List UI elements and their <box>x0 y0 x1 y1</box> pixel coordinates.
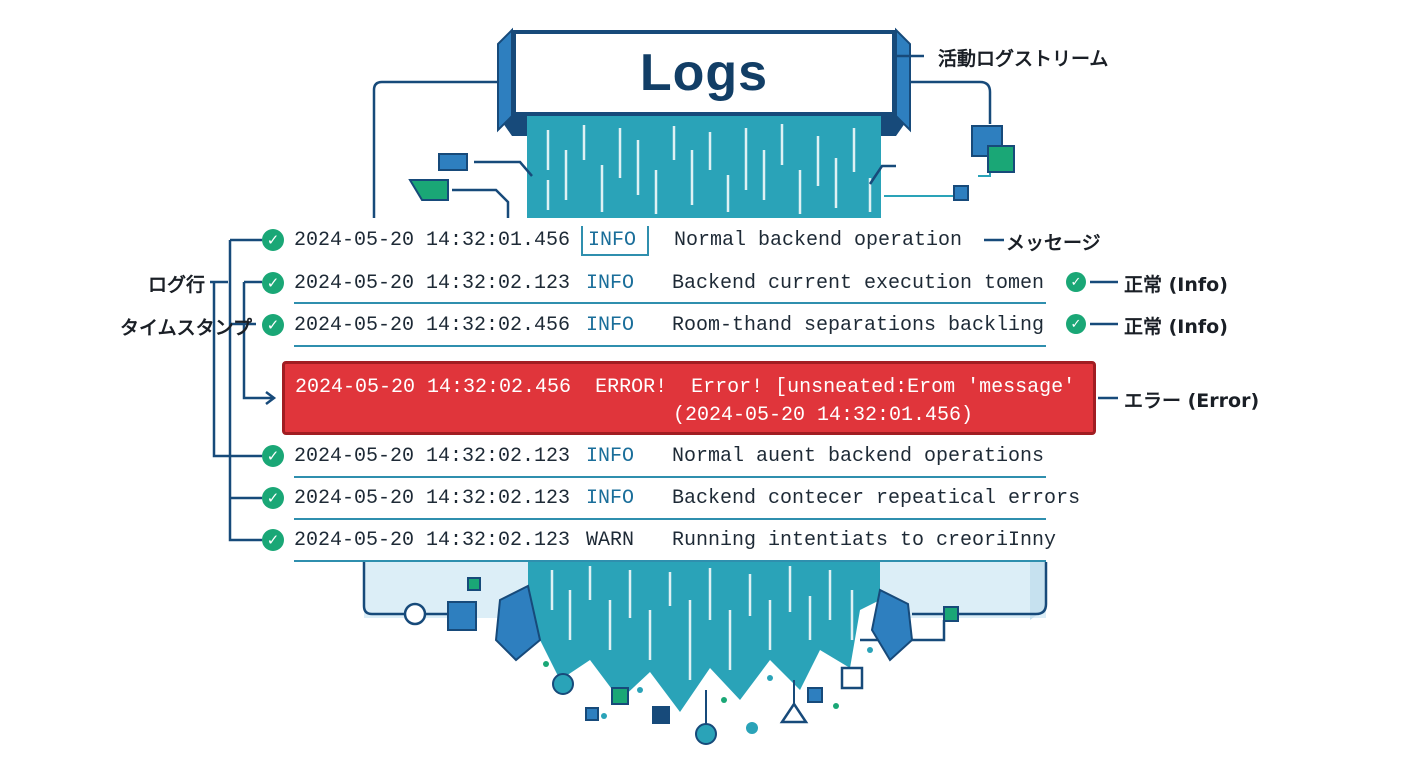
row-divider <box>294 345 1046 347</box>
log-level: INFO <box>586 444 635 468</box>
log-message: Normal backend operation <box>674 228 963 252</box>
log-row: ✓ 2024-05-20 14:32:02.123 INFO Backend c… <box>262 480 1102 516</box>
check-circle-icon: ✓ <box>262 272 284 294</box>
label-timestamp: タイムスタンプ <box>120 317 253 339</box>
row-divider <box>294 476 1046 478</box>
info-level-bracket <box>581 226 649 256</box>
bottom-data-stream <box>494 562 914 712</box>
log-row: ✓ 2024-05-20 14:32:02.123 INFO Normal au… <box>262 438 1102 474</box>
error-line-2: (2024-05-20 14:32:01.456) <box>673 404 974 427</box>
error-log-row: 2024-05-20 14:32:02.456 ERROR! Error! [u… <box>282 361 1096 435</box>
log-timestamp: 2024-05-20 14:32:02.123 <box>294 486 571 510</box>
log-timestamp: 2024-05-20 14:32:02.123 <box>294 444 571 468</box>
row-divider <box>294 302 1046 304</box>
log-timestamp: 2024-05-20 14:32:02.123 <box>294 528 571 552</box>
top-data-stream <box>498 116 910 218</box>
banner-title: Logs <box>639 44 769 102</box>
row-divider <box>294 560 1046 562</box>
label-normal-info: 正常 (Info) <box>1124 316 1228 338</box>
log-row: ✓ 2024-05-20 14:32:02.456 INFO Room-than… <box>262 307 1102 343</box>
check-circle-icon: ✓ <box>262 229 284 251</box>
log-level: INFO <box>586 486 635 510</box>
log-message: Backend current execution tomen <box>672 271 1045 295</box>
log-message: Normal auent backend operations <box>672 444 1045 468</box>
row-divider <box>294 518 1046 520</box>
check-circle-icon: ✓ <box>262 314 284 336</box>
log-row: ✓ 2024-05-20 14:32:01.456 INFO Normal ba… <box>262 222 1102 258</box>
log-message: Error! [unsneated:Erom 'message' <box>691 376 1076 399</box>
log-row: ✓ 2024-05-20 14:32:02.123 WARN Running i… <box>262 522 1102 558</box>
log-level: WARN <box>586 528 635 552</box>
log-row: ✓ 2024-05-20 14:32:02.123 INFO Backend c… <box>262 265 1102 301</box>
check-circle-icon: ✓ <box>1066 314 1086 334</box>
label-message: メッセージ <box>1006 232 1101 254</box>
log-message: Running intentiats to creoriInny <box>672 528 1057 552</box>
log-timestamp: 2024-05-20 14:32:02.123 <box>294 271 571 295</box>
log-level: INFO <box>586 271 635 295</box>
label-normal-info: 正常 (Info) <box>1124 274 1228 296</box>
label-activity-stream: 活動ログストリーム <box>938 48 1109 70</box>
log-timestamp: 2024-05-20 14:32:02.456 <box>294 313 571 337</box>
logs-banner: Logs <box>512 30 896 116</box>
log-timestamp: 2024-05-20 14:32:01.456 <box>294 228 571 252</box>
log-level: INFO <box>588 228 637 252</box>
error-line-1: 2024-05-20 14:32:02.456 ERROR! Error! [u… <box>295 376 1075 399</box>
log-message: Room-thand separations backling <box>672 313 1045 337</box>
label-error: エラー (Error) <box>1124 390 1260 412</box>
log-level: ERROR! <box>595 376 668 399</box>
log-timestamp: 2024-05-20 14:32:02.456 <box>295 376 572 399</box>
check-circle-icon: ✓ <box>262 487 284 509</box>
log-message: Backend contecer repeatical errors <box>672 486 1081 510</box>
check-circle-icon: ✓ <box>262 529 284 551</box>
label-log-line: ログ行 <box>148 274 206 296</box>
log-level: INFO <box>586 313 635 337</box>
check-circle-icon: ✓ <box>1066 272 1086 292</box>
check-circle-icon: ✓ <box>262 445 284 467</box>
